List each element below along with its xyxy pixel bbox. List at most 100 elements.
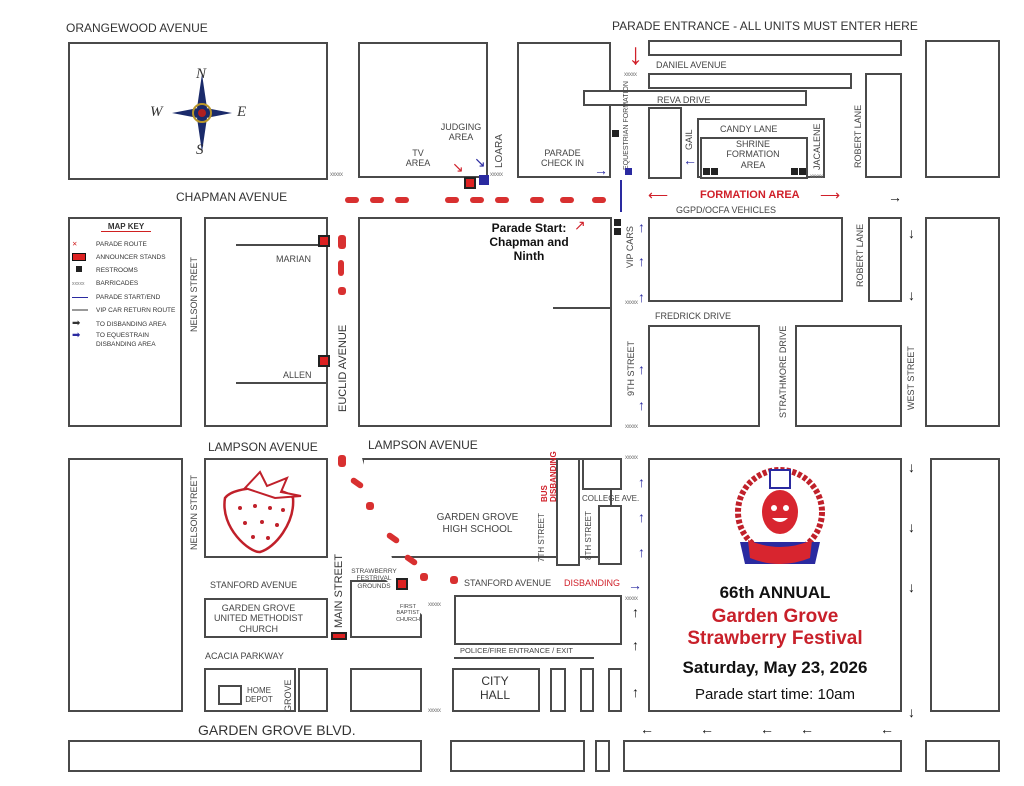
parade-route-mark	[338, 260, 344, 276]
barricade: xxxxx	[810, 174, 823, 180]
label-shrine: SHRINE FORMATION AREA	[726, 139, 780, 170]
equestrian-arrow-icon: ↑	[638, 544, 645, 560]
festival-logo	[735, 467, 825, 564]
street-daniel: DANIEL AVENUE	[656, 60, 727, 70]
label-check-in: PARADE CHECK IN	[540, 148, 584, 169]
block	[450, 740, 585, 772]
barricade: xxxxx	[625, 455, 638, 461]
label-parade-start: Parade Start: Chapman and Ninth	[489, 221, 569, 263]
key-announcer: ANNOUNCER STANDS	[72, 251, 180, 264]
parade-route-mark	[592, 197, 606, 203]
label-high-school: GARDEN GROVE HIGH SCHOOL	[436, 512, 519, 535]
block	[68, 740, 422, 772]
key-vip: VIP CAR RETURN ROUTE	[72, 304, 180, 317]
disband-arrow-icon: ←	[800, 721, 814, 737]
restroom	[614, 228, 621, 235]
street-college: COLLEGE AVE.	[582, 494, 640, 503]
entrance-arrow-icon: ↓	[628, 38, 643, 71]
equestrian-arrow-icon: ↑	[638, 397, 645, 413]
block	[925, 40, 1000, 178]
barricade: xxxxx	[625, 300, 638, 306]
map-key	[68, 217, 182, 427]
street-strathmore: STRATHMORE DRIVE	[778, 325, 788, 418]
label-ggpd: GGPD/OCFA VEHICLES	[676, 205, 777, 215]
barricade: xxxxx	[490, 172, 503, 178]
block	[358, 217, 612, 427]
restroom	[614, 219, 621, 226]
street-reva: REVA DRIVE	[657, 95, 711, 105]
disband-arrow-icon: ↓	[908, 519, 915, 535]
restroom	[799, 168, 806, 175]
block	[648, 217, 843, 302]
label-city-hall: CITY HALL	[479, 674, 511, 702]
disband-arrow-icon: ↓	[908, 579, 915, 595]
disband-arrow-icon: ↑	[632, 604, 639, 620]
barricade: xxxxx	[625, 424, 638, 430]
marian-line	[236, 244, 328, 246]
street-nelson-bottom: NELSON STREET	[189, 474, 199, 550]
map-key-title: MAP KEY	[101, 222, 151, 232]
formation-right-arrow-icon: ⟶	[820, 187, 841, 203]
disband-arrow-icon: ↓	[908, 459, 915, 475]
disband-arrow-icon: ↑	[632, 684, 639, 700]
compass-w: W	[150, 104, 163, 120]
key-restrooms: RESTROOMS	[72, 264, 180, 277]
map-key-content: MAP KEY ✕PARADE ROUTE ANNOUNCER STANDS R…	[72, 222, 180, 349]
block	[204, 217, 328, 427]
parade-route-mark	[338, 235, 346, 249]
info-start: Parade start time: 10am	[694, 686, 856, 703]
label-entrance: PARADE ENTRANCE - ALL UNITS MUST ENTER H…	[612, 19, 918, 33]
block	[648, 40, 902, 56]
disband-arrow-icon: ←	[760, 721, 774, 737]
street-main: MAIN STREET	[333, 554, 345, 628]
block	[68, 458, 183, 712]
street-robert-top: ROBERT LANE	[853, 104, 863, 168]
label-formation: FORMATION AREA	[700, 189, 800, 201]
disband-arrow-icon: ←	[880, 721, 894, 737]
street-candy: CANDY LANE	[720, 124, 778, 134]
block	[648, 107, 682, 179]
street-lampson-right: LAMPSON AVENUE	[368, 438, 478, 452]
disband-arrow-icon: ←	[640, 721, 654, 737]
equestrian-arrow-icon: ↑	[638, 509, 645, 525]
compass-e: E	[237, 104, 247, 120]
compass-rose-icon	[172, 74, 232, 152]
equestrian-arrow-icon: ↑	[638, 474, 645, 490]
label-police: POLICE/FIRE ENTRANCE / EXIT	[460, 646, 573, 655]
restroom	[711, 168, 718, 175]
street-gg-blvd: GARDEN GROVE BLVD.	[198, 722, 356, 738]
police-line	[454, 657, 594, 659]
label-bus-disbanding: BUS DISBANDING	[540, 451, 559, 502]
judging-arrow-icon: ↘	[474, 154, 486, 170]
barricade: xxxxx	[428, 602, 441, 608]
block	[868, 217, 902, 302]
block	[865, 73, 902, 178]
block	[925, 217, 1000, 427]
announcer-stand	[396, 578, 408, 590]
barricade: xxxxx	[428, 708, 441, 714]
street-fredrick: FREDRICK DRIVE	[655, 311, 732, 321]
compass-s: S	[196, 142, 204, 158]
compass-n: N	[196, 66, 207, 82]
label-disbanding: DISBANDING	[564, 578, 621, 588]
allen-line	[236, 382, 328, 384]
key-parade-route: ✕PARADE ROUTE	[72, 241, 147, 248]
label-grounds: STRAWBERRY FESTRIVAL GROUNDS	[351, 568, 397, 590]
formation-left-arrow-icon: ⟵	[648, 187, 669, 203]
key-equestrian: ➡TO EQUESTRAIN DISBANDING AREA	[72, 330, 156, 349]
announcer-stand	[318, 235, 330, 247]
restroom	[791, 168, 798, 175]
street-marian: MARIAN	[276, 254, 312, 264]
judging-stand	[479, 175, 489, 185]
street-lampson-left: LAMPSON AVENUE	[208, 440, 318, 454]
restroom	[612, 130, 619, 137]
block	[623, 740, 902, 772]
parade-route-mark	[420, 573, 428, 581]
street-loara: LOARA	[494, 134, 505, 168]
block	[648, 325, 760, 427]
parade-route-mark	[470, 197, 484, 203]
street-stanford-right: STANFORD AVENUE	[464, 578, 552, 588]
info-date: Saturday, May 23, 2026	[682, 658, 868, 677]
label-baptist: FIRST BAPTIST CHURCH	[396, 604, 420, 623]
disband-arrow-icon: →	[628, 577, 642, 593]
